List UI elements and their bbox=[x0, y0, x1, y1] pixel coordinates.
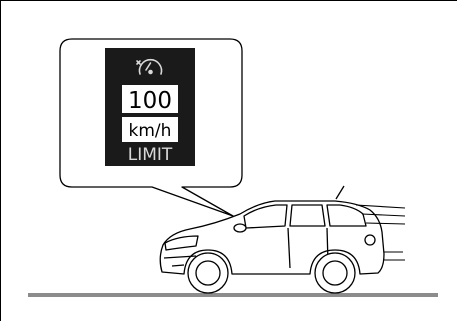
road-line bbox=[28, 293, 438, 297]
car-front-window bbox=[290, 205, 325, 226]
speed-unit: km/h bbox=[129, 121, 172, 141]
speed-value: 100 bbox=[128, 88, 172, 114]
mode-label: LIMIT bbox=[128, 145, 173, 165]
